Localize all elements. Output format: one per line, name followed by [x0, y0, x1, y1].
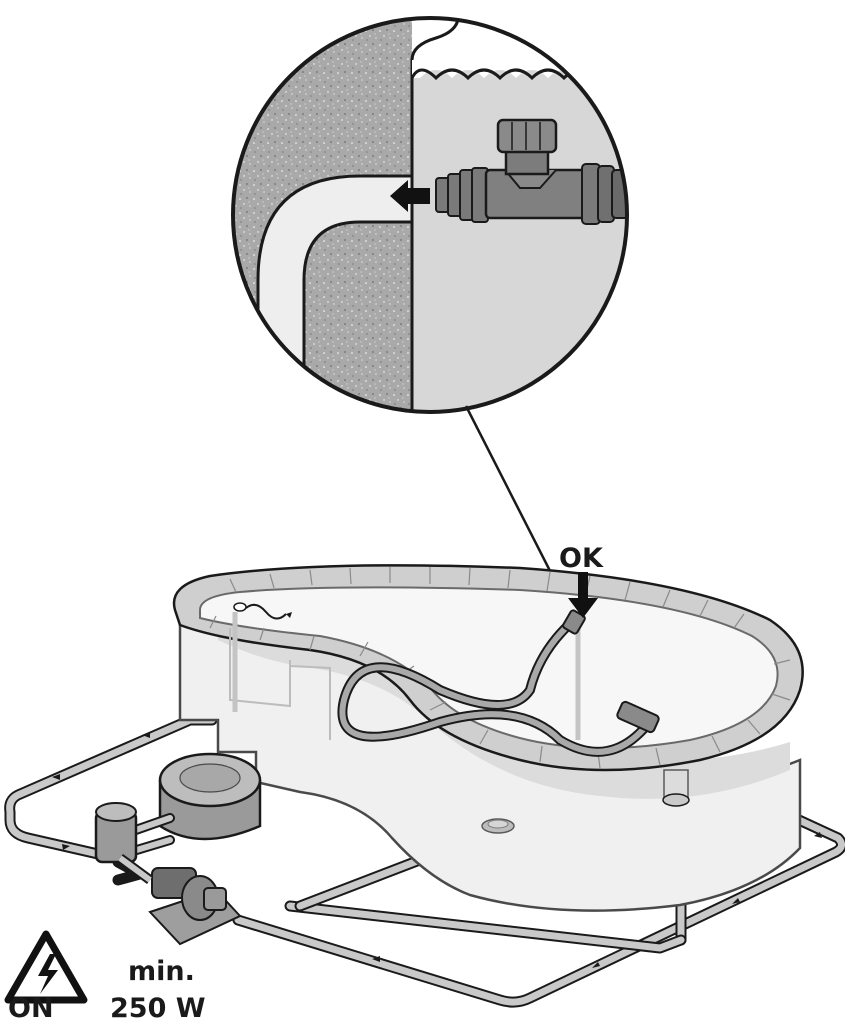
water-panel	[410, 58, 627, 412]
return-inlet-fitting	[435, 118, 627, 225]
electrical-hazard-warning-icon	[4, 930, 88, 1004]
return-fitting-ok	[562, 609, 586, 740]
magnified-detail	[231, 16, 629, 414]
main-drain	[481, 818, 515, 834]
magnifier-circle	[231, 16, 629, 414]
left-return-inlet	[232, 602, 292, 712]
skimmer	[662, 769, 690, 807]
hose-end-connector	[616, 700, 660, 734]
power-label: 250 W	[110, 993, 206, 1020]
pool	[172, 564, 804, 912]
ok-pointer-arrow	[568, 572, 598, 618]
min-label: min.	[128, 956, 195, 987]
filter-tank	[158, 752, 262, 841]
direction-arrow-icon	[390, 180, 430, 212]
on-label: ON	[8, 993, 54, 1020]
multiport-valve	[94, 802, 138, 864]
pump	[117, 853, 242, 946]
ok-label: OK	[559, 543, 604, 574]
